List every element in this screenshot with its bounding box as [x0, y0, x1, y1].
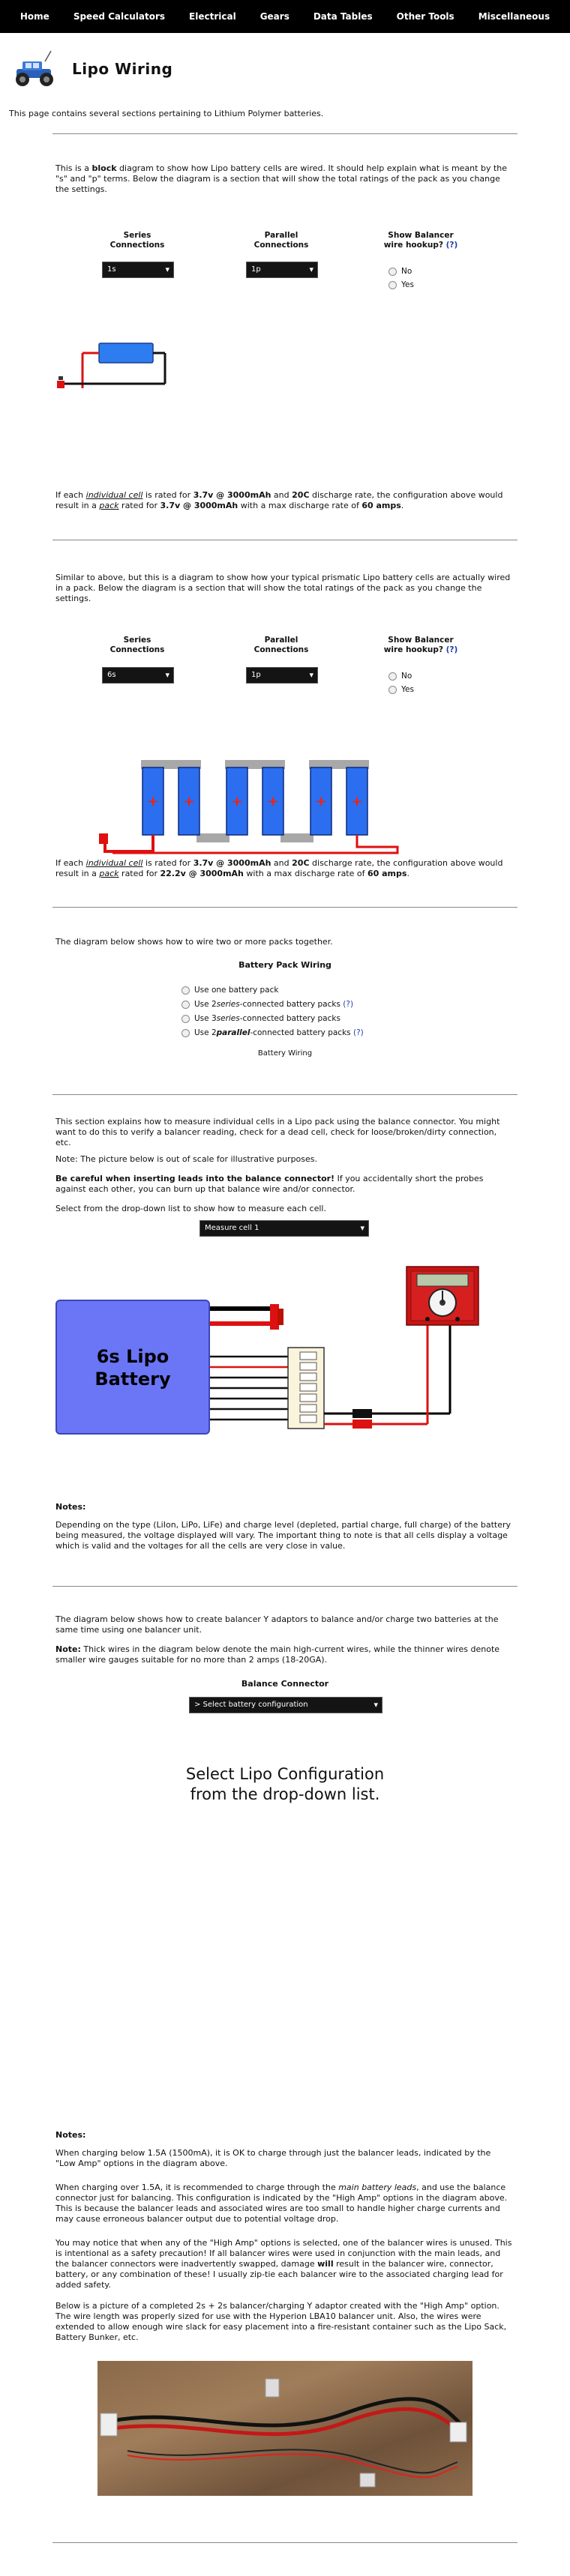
- rc-truck-logo-icon: [16, 50, 53, 86]
- y-adaptor-photo-illustration: [100, 2378, 467, 2488]
- nav-miscellaneous[interactable]: Miscellaneous: [478, 11, 550, 22]
- radio-button[interactable]: [182, 986, 190, 995]
- series-connections-select-2[interactable]: 6s: [102, 667, 174, 684]
- balancer-no-option[interactable]: No: [388, 265, 412, 277]
- radio-button[interactable]: [182, 1000, 190, 1009]
- section1-description: This is a block diagram to show how Lipo…: [56, 163, 508, 194]
- divider: [52, 1586, 518, 1587]
- nav-other-tools[interactable]: Other Tools: [396, 11, 454, 22]
- divider: [52, 2542, 518, 2543]
- nav-speed-calculators[interactable]: Speed Calculators: [73, 11, 166, 22]
- section4-description: This section explains how to measure ind…: [56, 1117, 500, 1147]
- balance-connector-title: Balance Connector: [241, 1679, 329, 1689]
- nav-home[interactable]: Home: [20, 11, 50, 22]
- cell-polarity-marker: +: [231, 794, 242, 809]
- nav-electrical[interactable]: Electrical: [189, 11, 236, 22]
- section4-notes: Depending on the type (LiIon, LiPo, LiFe…: [56, 1520, 511, 1551]
- completed-y-adaptor-photo: [98, 2361, 472, 2496]
- section4-warning: Be careful when inserting leads into the…: [56, 1174, 484, 1194]
- parallel-connections-select-2[interactable]: 1p: [246, 667, 318, 684]
- battery-wiring-image-caption: Battery Wiring: [257, 1049, 313, 1058]
- balancer-yes-option[interactable]: Yes: [388, 279, 414, 291]
- nav-data-tables[interactable]: Data Tables: [313, 11, 373, 22]
- wiring-option-one-pack[interactable]: Use one battery pack: [182, 984, 278, 996]
- section4-scale-note: Note: The picture below is out of scale …: [56, 1154, 318, 1164]
- main-negative-lead: [112, 835, 399, 854]
- radio-button[interactable]: [182, 1028, 190, 1037]
- section5-note-low-amp: When charging below 1.5A (1500mA), it is…: [56, 2148, 491, 2168]
- section2-result: If each individual cell is rated for 3.7…: [56, 858, 503, 878]
- page-intro: This page contains several sections pert…: [9, 109, 324, 118]
- wiring-option-2-parallel[interactable]: Use 2 parallel-connected battery packs (…: [182, 1027, 364, 1039]
- radio-button[interactable]: [182, 1014, 190, 1023]
- section5-note: Note: Thick wires in the diagram below d…: [56, 1644, 500, 1665]
- wiring-option-2-series[interactable]: Use 2 series-connected battery packs (?): [182, 998, 353, 1010]
- main-connector: [99, 833, 108, 844]
- balance-measurement-diagram: [210, 1266, 479, 1429]
- main-positive-lead: [104, 835, 154, 853]
- page-title: Lipo Wiring: [72, 60, 173, 78]
- balancer-no-option[interactable]: No: [388, 670, 412, 682]
- prismatic-6s-diagram: + + + + + +: [99, 760, 399, 854]
- section5-note-picture: Below is a picture of a completed 2s + 2…: [56, 2301, 507, 2342]
- radio-button[interactable]: [388, 267, 397, 276]
- battery-configuration-select[interactable]: > Select battery configuration: [189, 1697, 382, 1713]
- section4-instruction: Select from the drop-down list to show h…: [56, 1204, 326, 1213]
- parallel-connections-select[interactable]: 1p: [246, 262, 318, 278]
- balancer-help-link[interactable]: (?): [446, 241, 458, 250]
- lipo-battery-body: [56, 1300, 210, 1435]
- section5-note-safety: You may notice that when any of the "Hig…: [56, 2238, 512, 2290]
- block-diagram-1s1p: [57, 343, 166, 388]
- section2-description: Similar to above, but this is a diagram …: [56, 573, 511, 603]
- cell-polarity-marker: +: [351, 794, 362, 809]
- cell-polarity-marker: +: [315, 794, 326, 809]
- wiring-option-3-series[interactable]: Use 3 series-connected battery packs: [182, 1013, 340, 1025]
- divider: [52, 1094, 518, 1095]
- section4-notes-title: Notes:: [56, 1502, 86, 1512]
- section3-description: The diagram below shows how to wire two …: [56, 937, 333, 947]
- series-connections-select[interactable]: 1s: [102, 262, 174, 278]
- radio-button[interactable]: [388, 685, 397, 694]
- cell-polarity-marker: +: [267, 794, 278, 809]
- radio-button[interactable]: [388, 672, 397, 681]
- top-nav: Home Speed Calculators Electrical Gears …: [0, 0, 570, 33]
- cell-polarity-marker: +: [183, 794, 194, 809]
- nav-gears[interactable]: Gears: [260, 11, 290, 22]
- section5-note-high-amp: When charging over 1.5A, it is recommend…: [56, 2183, 508, 2224]
- battery-pack-wiring-title: Battery Pack Wiring: [238, 960, 332, 970]
- balancer-help-link[interactable]: (?): [446, 645, 458, 654]
- divider: [52, 133, 518, 134]
- measure-cell-select[interactable]: Measure cell 1: [200, 1220, 369, 1237]
- help-link[interactable]: (?): [352, 1028, 364, 1037]
- radio-button[interactable]: [388, 280, 397, 289]
- section5-notes-title: Notes:: [56, 2130, 86, 2140]
- help-link[interactable]: (?): [343, 1000, 354, 1009]
- lipo-cell: [310, 767, 332, 836]
- section5-description: The diagram below shows how to create ba…: [56, 1614, 499, 1635]
- balancer-yes-option[interactable]: Yes: [388, 684, 414, 696]
- lipo-cell: [178, 767, 200, 836]
- lipo-cell: [226, 767, 248, 836]
- cell-polarity-marker: +: [147, 794, 158, 809]
- divider: [52, 907, 518, 908]
- lipo-cell: [262, 767, 284, 836]
- section1-result: If each individual cell is rated for 3.7…: [56, 490, 503, 510]
- lipo-cell: [142, 767, 164, 836]
